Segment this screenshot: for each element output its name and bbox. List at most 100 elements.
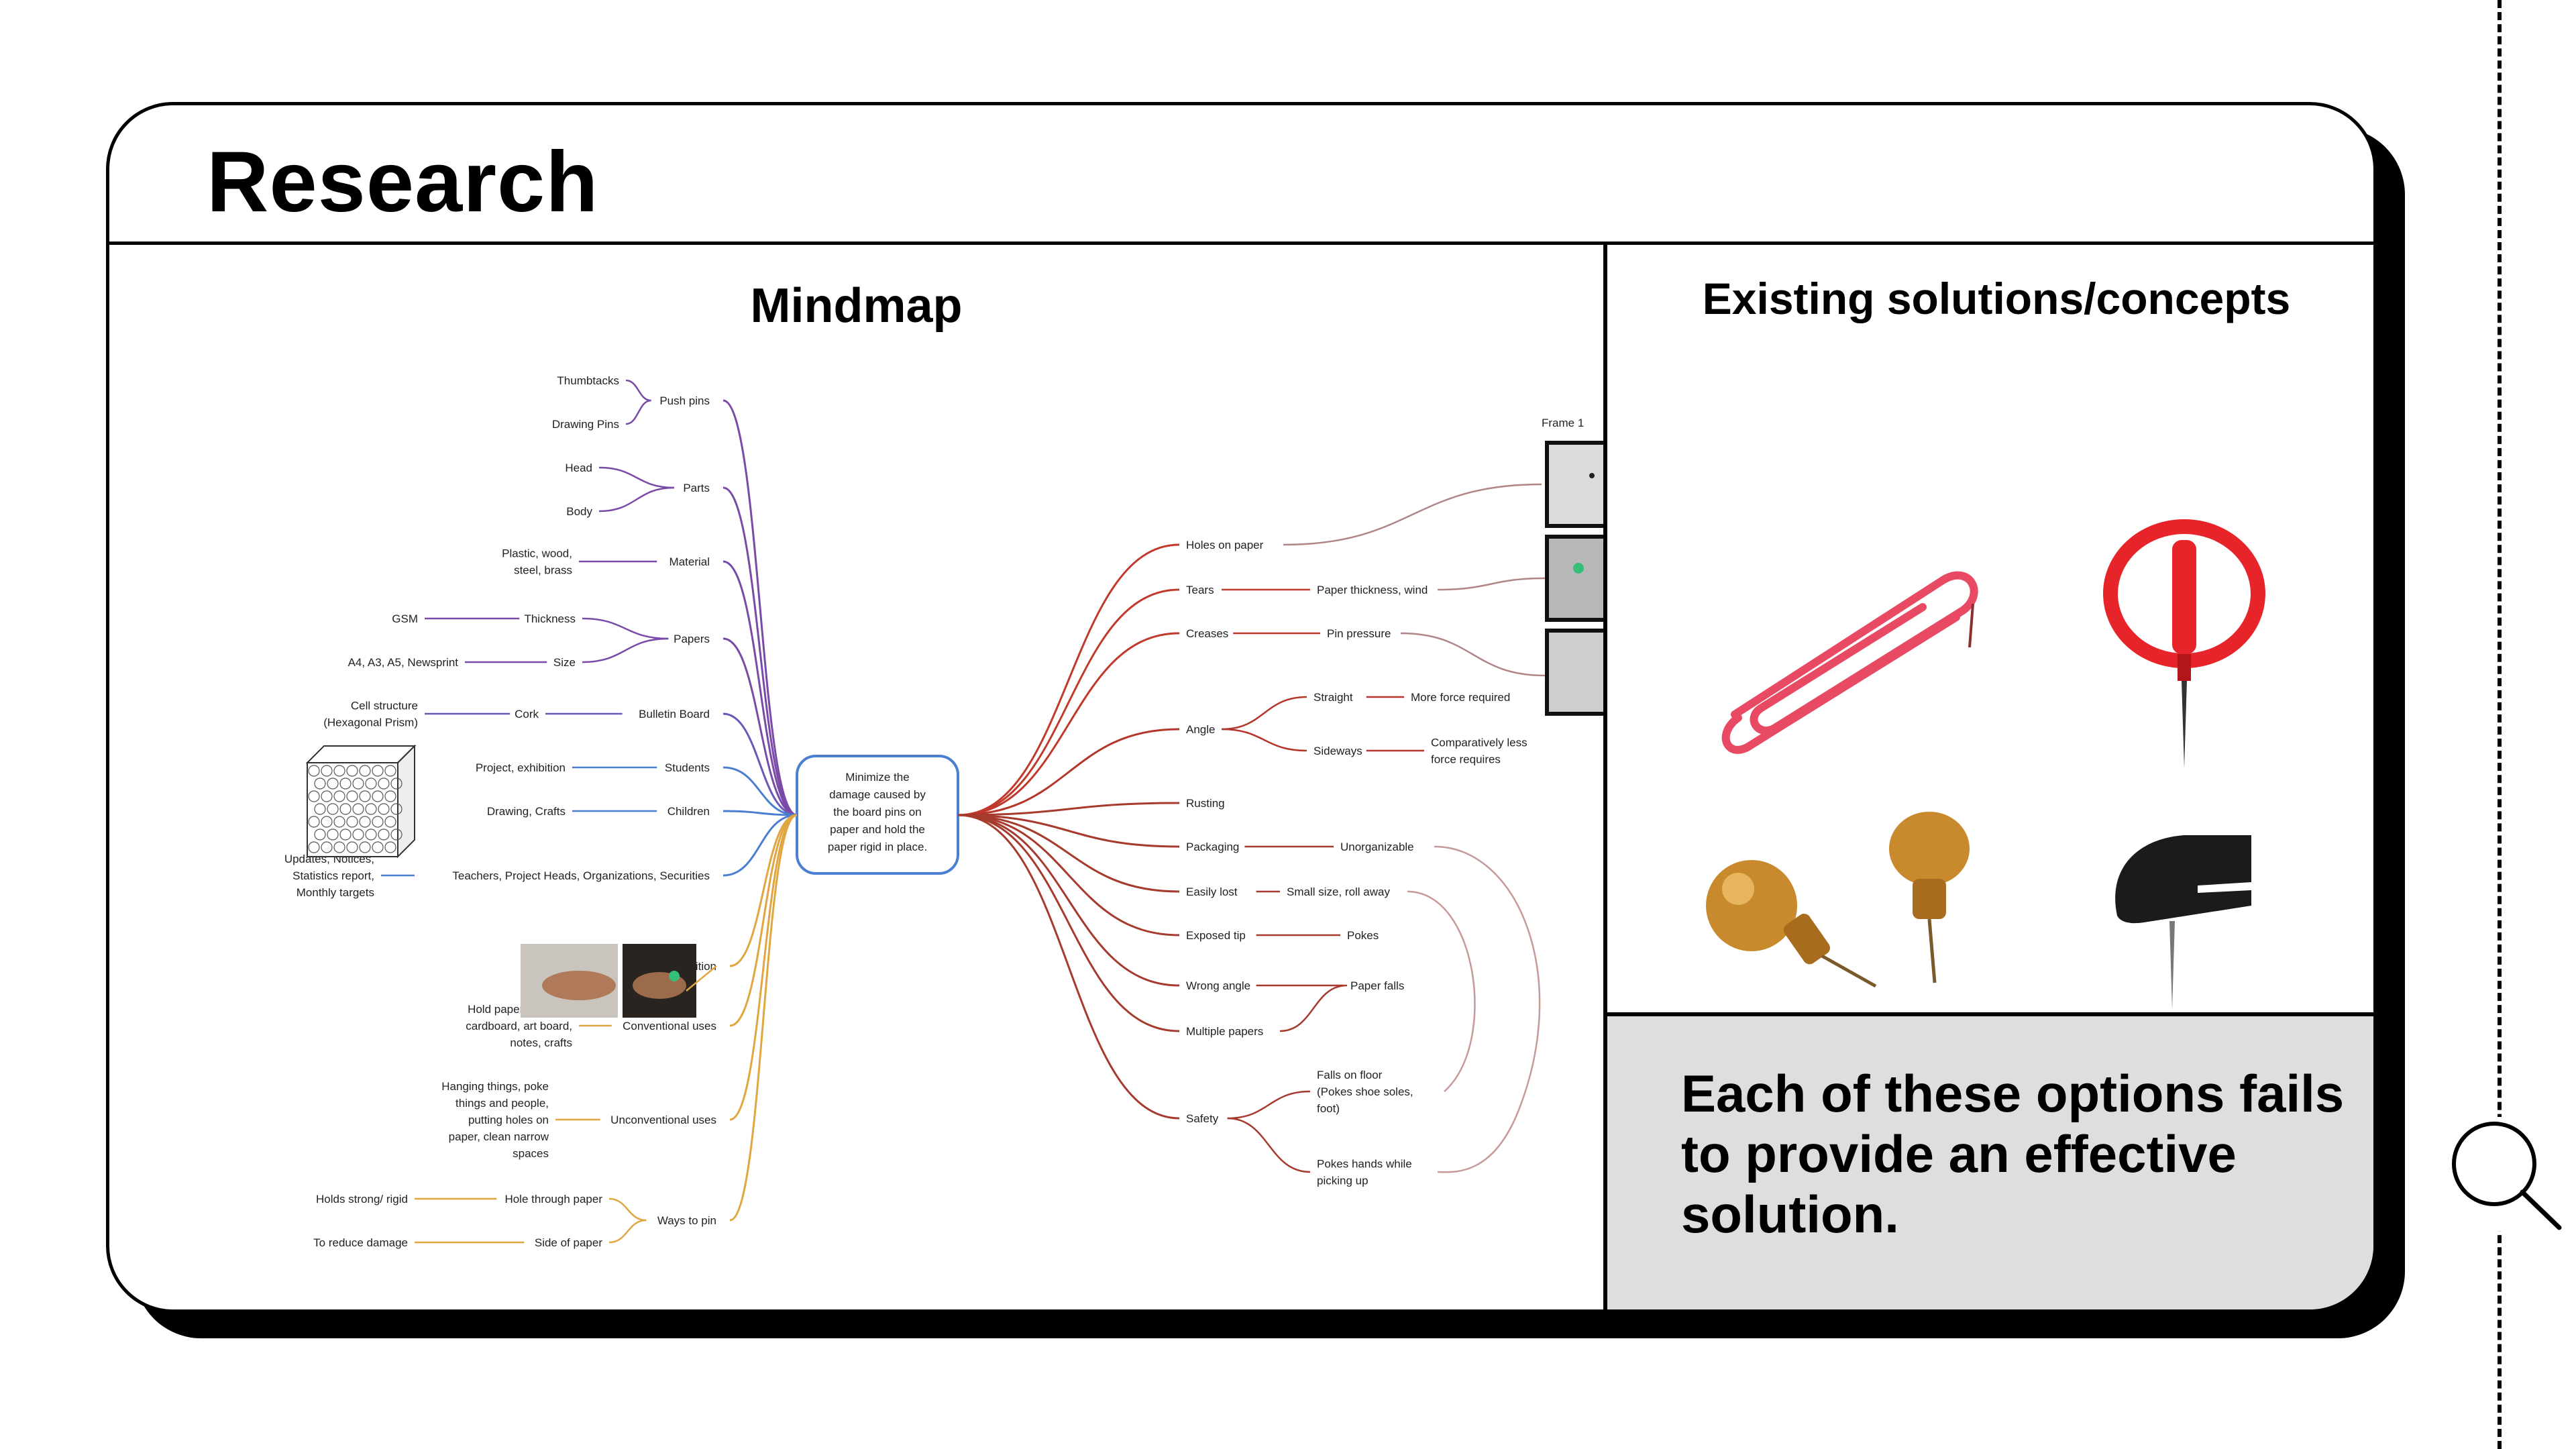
node-safety: Safety xyxy=(1186,1112,1219,1125)
node-exposed: Exposed tip xyxy=(1186,929,1246,942)
branch-easily_lost xyxy=(957,814,1180,893)
conclusion-text: Each of these options fails to provide a… xyxy=(1681,1064,2345,1244)
branch-holes xyxy=(957,543,1180,816)
frame-photo-paper-2 xyxy=(1549,539,1603,618)
pin-head-shape xyxy=(1573,563,1584,574)
link-angle-0 xyxy=(1221,696,1307,731)
node-creases: Creases xyxy=(1186,627,1228,640)
leaf-ways-1: To reduce damage xyxy=(313,1236,408,1249)
link-safety-1 xyxy=(1227,1117,1311,1173)
node-unconventional: Unconventional uses xyxy=(610,1114,716,1126)
dashed-guide-line xyxy=(2498,0,2502,1449)
leaf-bulletin-0: Cell structure(Hexagonal Prism) xyxy=(323,700,418,729)
branch-rusting xyxy=(957,802,1180,816)
link-papers-1 xyxy=(582,637,669,663)
link-multiple-paper-falls xyxy=(1279,984,1348,1032)
branch-angle xyxy=(957,728,1180,816)
subnode-creases-0: Pin pressure xyxy=(1327,627,1391,640)
subnode-easily_lost-0: Small size, roll away xyxy=(1287,885,1390,898)
title-divider xyxy=(109,241,2373,245)
subnode-parts-1: Body xyxy=(566,505,592,518)
solution-black-wedge-pin xyxy=(2115,835,2251,1010)
node-teachers: Teachers, Project Heads, Organizations, … xyxy=(452,869,710,882)
loop-lost-floor xyxy=(1407,890,1476,1092)
subnode-ways-0: Hole through paper xyxy=(504,1193,602,1205)
subnode-children-0: Drawing, Crafts xyxy=(487,805,566,818)
link-creases-photo xyxy=(1400,632,1546,677)
holding-photo-link xyxy=(686,965,717,991)
branch-holding xyxy=(729,814,798,967)
link-parts-0 xyxy=(598,466,675,489)
link-tears-photo xyxy=(1437,577,1546,591)
column-divider xyxy=(1603,241,1607,1309)
research-card: Research Mindmap Existing solutions/conc… xyxy=(106,102,2377,1313)
subnode-tears-0: Paper thickness, wind xyxy=(1317,584,1428,596)
finger-shape xyxy=(542,971,616,1000)
branch-material xyxy=(722,560,798,816)
link-papers-0 xyxy=(582,617,669,640)
branch-packaging xyxy=(957,814,1180,848)
solution-paper-clip xyxy=(1721,571,1978,754)
node-easily_lost: Easily lost xyxy=(1186,885,1238,898)
branch-wrong_angle xyxy=(957,814,1180,987)
leaf-papers-1: A4, A3, A5, Newsprint xyxy=(348,656,459,669)
solutions-title: Existing solutions/concepts xyxy=(1702,274,2291,323)
node-children: Children xyxy=(667,805,710,818)
branch-unconventional xyxy=(729,814,798,1121)
branch-conventional xyxy=(729,814,798,1027)
cork-cube-illustration xyxy=(305,744,417,859)
branch-creases xyxy=(957,632,1180,816)
node-packaging: Packaging xyxy=(1186,841,1239,853)
link-holes-photo xyxy=(1283,483,1542,546)
node-push_pins: Push pins xyxy=(659,394,710,407)
mindmap-title: Mindmap xyxy=(750,279,963,333)
node-conventional: Conventional uses xyxy=(623,1020,716,1032)
subnode-packaging-0: Unorganizable xyxy=(1340,841,1414,853)
frame-label: Frame 1 xyxy=(1542,417,1584,429)
node-wrong_angle: Wrong angle xyxy=(1186,979,1250,992)
subnode-students-0: Project, exhibition xyxy=(476,761,566,774)
loop-packaging-safety xyxy=(1434,845,1541,1173)
magnifier-icon[interactable] xyxy=(2445,1117,2573,1231)
frame-photo-paper-3 xyxy=(1549,633,1603,712)
node-angle: Angle xyxy=(1186,723,1215,736)
subnode-teachers-0: Updates, Notices,Statistics report,Month… xyxy=(284,853,374,899)
link-ways-1 xyxy=(608,1219,647,1244)
subnode-papers-0: Thickness xyxy=(524,612,576,625)
node-multiple: Multiple papers xyxy=(1186,1025,1263,1038)
leaf-ways-0: Holds strong/ rigid xyxy=(316,1193,408,1205)
branch-exposed xyxy=(957,814,1180,936)
node-rusting: Rusting xyxy=(1186,797,1225,810)
solution-red-loop-pin xyxy=(2103,519,2265,768)
subnode-safety-0: Falls on floor(Pokes shoe soles,foot) xyxy=(1317,1069,1413,1115)
branch-students xyxy=(722,766,798,816)
branch-push_pins xyxy=(722,399,798,816)
subnode-material-0: Plastic, wood,steel, brass xyxy=(502,547,572,577)
link-angle-1 xyxy=(1221,728,1307,752)
branch-parts xyxy=(722,486,798,816)
branch-tears xyxy=(957,588,1180,816)
conclusion-panel: Each of these options fails to provide a… xyxy=(1607,1016,2373,1309)
leaf-papers-0: GSM xyxy=(392,612,418,625)
branch-ways xyxy=(729,814,798,1222)
link-parts-1 xyxy=(598,486,675,513)
node-ways: Ways to pin xyxy=(657,1214,716,1227)
node-parts: Parts xyxy=(683,482,710,494)
branch-bulletin xyxy=(722,712,798,816)
node-material: Material xyxy=(669,555,710,568)
subnode-angle-0: Straight xyxy=(1313,691,1353,704)
branch-children xyxy=(722,810,798,816)
leaf-angle-0: More force required xyxy=(1411,691,1510,704)
link-push_pins-0 xyxy=(625,379,651,402)
solution-brass-map-pins xyxy=(1706,812,1970,988)
page-title: Research xyxy=(207,134,599,230)
node-students: Students xyxy=(665,761,710,774)
link-safety-0 xyxy=(1227,1090,1311,1120)
link-push_pins-1 xyxy=(625,399,651,425)
branch-multiple xyxy=(957,814,1180,1032)
subnode-papers-1: Size xyxy=(553,656,576,669)
